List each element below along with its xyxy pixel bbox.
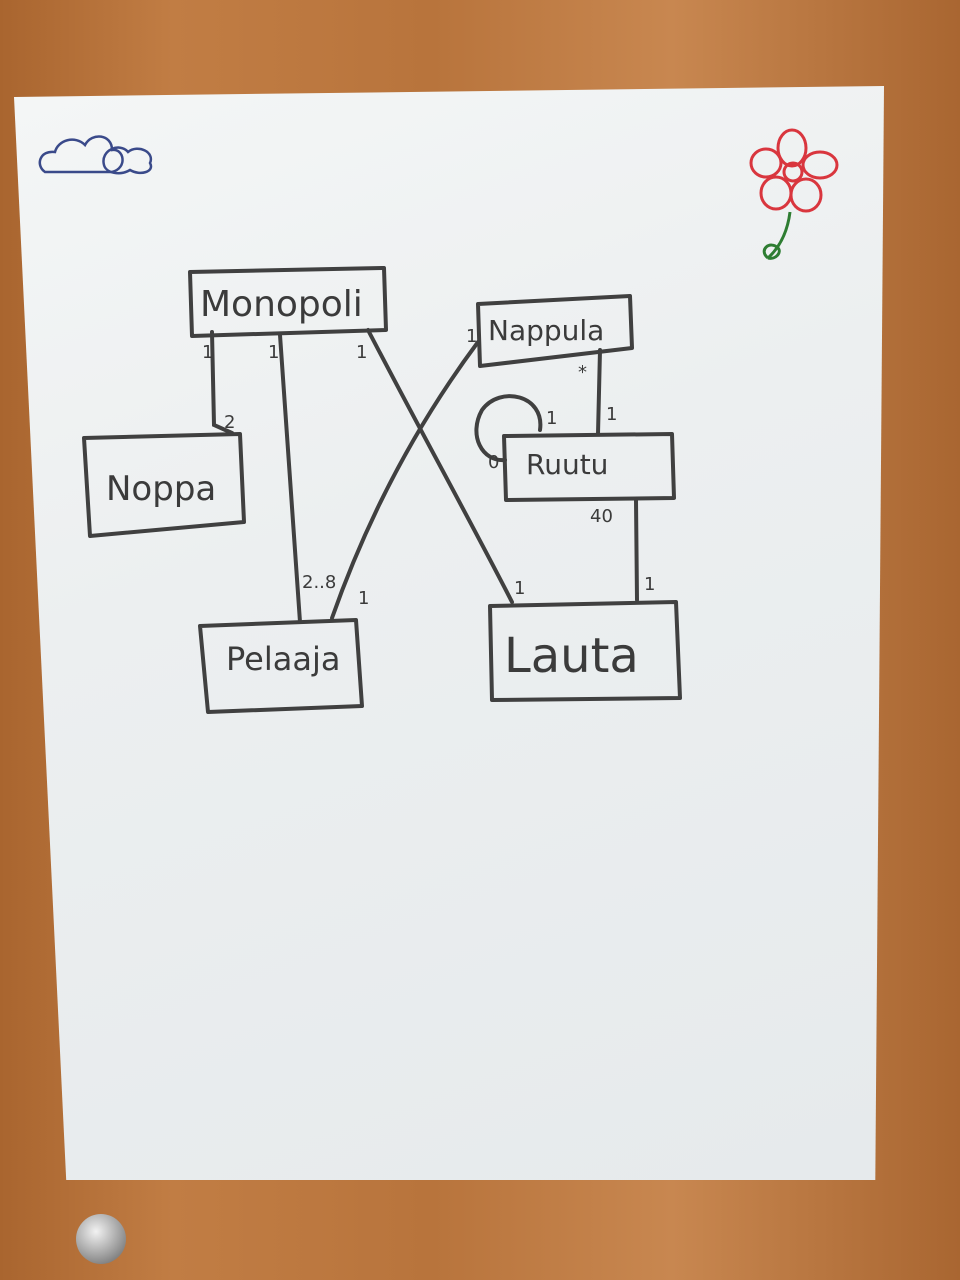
class-noppa-label: Noppa (106, 469, 216, 509)
cloud-doodle (38, 135, 153, 175)
mult-pelaaja-nappula-b: 1 (358, 588, 369, 609)
edge-monopoli-pelaaja (278, 333, 302, 624)
mult-pelaaja-nappula-a: 1 (466, 326, 477, 347)
edge-nappula-ruutu (596, 348, 602, 436)
whiteboard-sheet (14, 86, 884, 1180)
edge-ruutu-lauta (634, 498, 639, 602)
mult-monopoli-noppa-b: 2 (224, 412, 235, 433)
door-knob (76, 1214, 126, 1264)
flower-doodle (749, 128, 839, 260)
mult-monopoli-lauta-a: 1 (356, 342, 367, 363)
mult-monopoli-pelaaja-b: 2..8 (302, 572, 336, 593)
mult-ruutu-self-a: 1 (546, 408, 557, 429)
class-lauta-label: Lauta (504, 628, 639, 684)
class-ruutu-label: Ruutu (526, 448, 608, 481)
class-monopoli: Monopoli (188, 266, 388, 338)
class-lauta: Lauta (488, 600, 682, 702)
edge-monopoli-noppa (210, 330, 234, 435)
edge-pelaaja-nappula (330, 340, 480, 620)
class-noppa: Noppa (82, 432, 246, 538)
mult-monopoli-noppa-a: 1 (202, 342, 213, 363)
class-pelaaja: Pelaaja (198, 618, 364, 714)
edge-monopoli-lauta (366, 328, 514, 604)
class-monopoli-label: Monopoli (200, 284, 363, 325)
edge-ruutu-self (474, 394, 543, 463)
mult-ruutu-lauta-b: 1 (644, 574, 655, 595)
mult-monopoli-pelaaja-a: 1 (268, 342, 279, 363)
mult-nappula-ruutu-a: * (578, 362, 587, 383)
class-nappula-label: Nappula (488, 314, 604, 347)
class-ruutu: Ruutu (502, 432, 676, 502)
class-nappula: Nappula (476, 294, 634, 368)
mult-nappula-ruutu-b: 1 (606, 404, 617, 425)
class-pelaaja-label: Pelaaja (226, 640, 340, 678)
mult-ruutu-lauta-a: 40 (590, 506, 613, 527)
mult-ruutu-self-b: 0 (488, 452, 499, 473)
mult-monopoli-lauta-b: 1 (514, 578, 525, 599)
